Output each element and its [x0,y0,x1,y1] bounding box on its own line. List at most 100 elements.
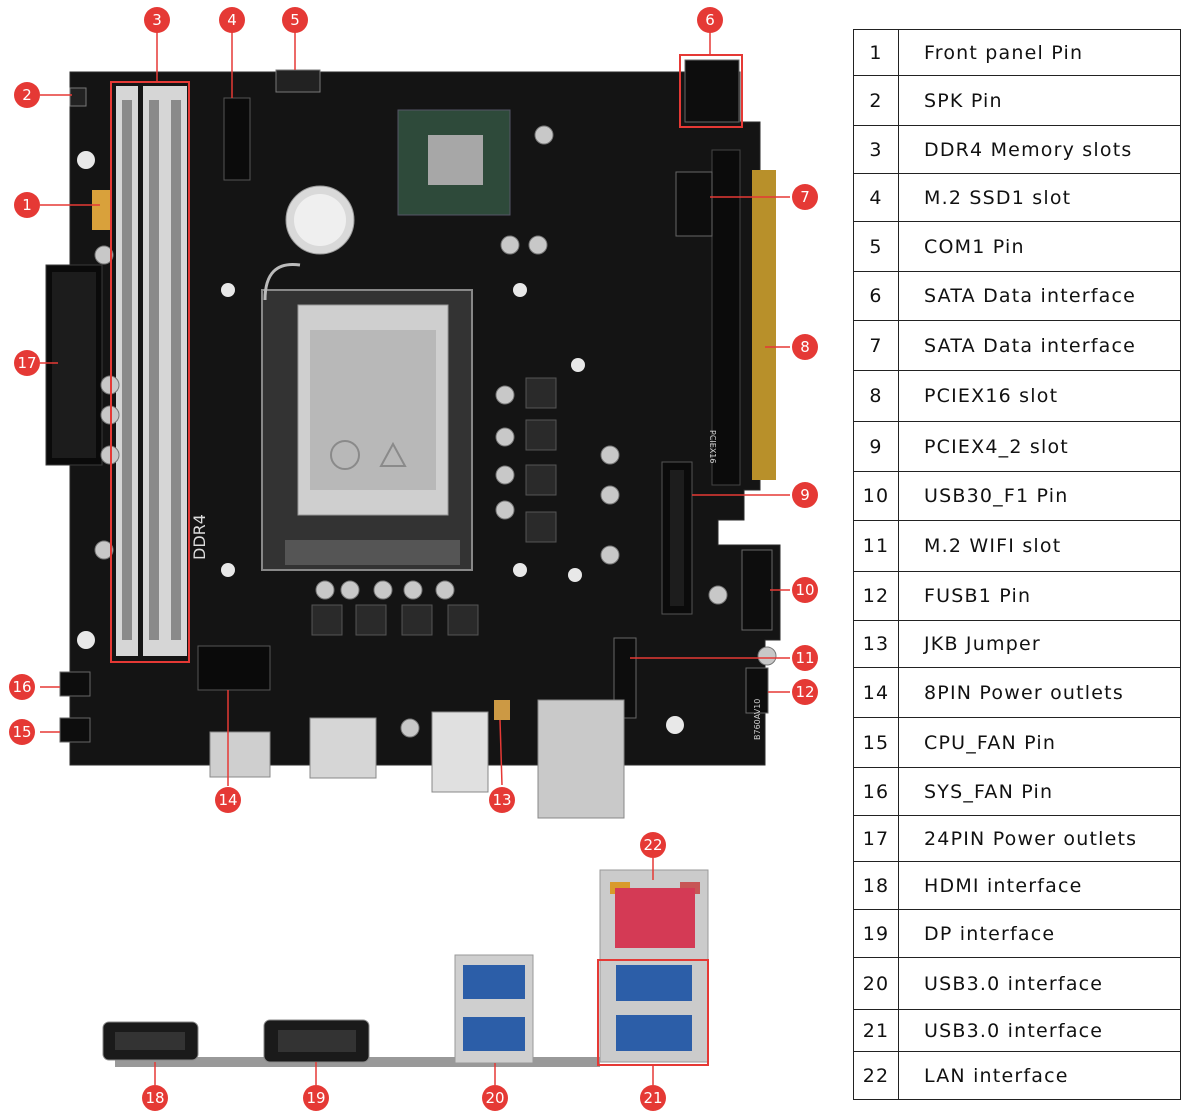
legend-label: 8PIN Power outlets [898,667,1181,718]
callout-circle [489,787,515,813]
callout-circle [792,482,818,508]
usb30-header [741,549,773,631]
legend-label: JKB Jumper [898,620,1181,668]
legend-label: DP interface [898,909,1181,958]
leader-lines [40,32,790,1085]
rear-io [102,869,709,1067]
24pin-connector [45,264,103,466]
legend-number: 3 [853,125,899,174]
legend-number: 9 [853,421,899,472]
callout-18: 18 [142,1085,168,1111]
callout-9: 9 [792,482,818,508]
legend-number: 13 [853,620,899,668]
legend-label: M.2 WIFI slot [898,520,1181,572]
callout-number: 5 [290,11,300,29]
legend-label: 24PIN Power outlets [898,815,1181,862]
legend-number: 17 [853,815,899,862]
callout-circle [697,7,723,33]
legend-label: COM1 Pin [898,221,1181,272]
callout-11: 11 [792,645,818,671]
callout-circle [14,82,40,108]
capacitors [94,125,777,738]
cpu-fan-header [59,717,91,743]
callout-circle [792,577,818,603]
legend-number: 4 [853,173,899,222]
callout-5: 5 [282,7,308,33]
callout-number: 7 [800,188,810,206]
legend-number: 22 [853,1051,899,1100]
spk-header [69,87,87,107]
legend-number: 15 [853,717,899,768]
callout-number: 14 [218,791,237,809]
callout-number: 22 [643,836,662,854]
callout-number: 10 [795,581,814,599]
callout-circle [640,832,666,858]
callout-8: 8 [792,334,818,360]
legend-number: 7 [853,320,899,371]
legend-number: 11 [853,520,899,572]
board-dp-port [309,717,377,779]
model-silk: B760AV10 [753,699,762,740]
callout-15: 15 [9,719,35,745]
pciex4-slot [661,461,693,615]
callout-20: 20 [482,1085,508,1111]
legend-label: PCIEX16 slot [898,370,1181,422]
sata-port-1 [684,59,740,123]
callout-10: 10 [792,577,818,603]
legend-label: DDR4 Memory slots [898,125,1181,174]
board-hdmi-port [209,731,271,778]
callout-number: 19 [306,1089,325,1107]
callout-circle [144,7,170,33]
callout-7: 7 [792,184,818,210]
pciex16-slot: PCIEX16 [708,149,776,486]
callout-16: 16 [9,674,35,700]
callout-circle [215,787,241,813]
callout-number: 6 [705,11,715,29]
callout-3: 3 [144,7,170,33]
callout-number: 11 [795,649,814,667]
callout-circle [792,334,818,360]
callout-circle [282,7,308,33]
callout-circle [14,350,40,376]
legend-number: 20 [853,957,899,1010]
callout-6: 6 [697,7,723,33]
jkb-jumper [494,700,510,720]
legend-number: 2 [853,75,899,126]
callout-number: 17 [17,354,36,372]
m2-ssd-slot [223,97,251,181]
lan-port [615,888,695,948]
callout-circle [9,674,35,700]
callout-number: 13 [492,791,511,809]
vrm-chokes [311,377,557,636]
callout-highlights [110,54,743,1066]
callout-number: 15 [12,723,31,741]
sata-port-2 [675,171,713,237]
legend-label: SYS_FAN Pin [898,767,1181,816]
ddr4-slots: DDR4 [116,86,209,656]
motherboard-diagram: PCIEX16 DDR4 [9,7,818,1111]
legend-number: 12 [853,571,899,621]
legend-label: LAN interface [898,1051,1181,1100]
callout-circle [9,719,35,745]
callout-circle [792,645,818,671]
callout-14: 14 [215,787,241,813]
callout-number: 20 [485,1089,504,1107]
callout-4: 4 [219,7,245,33]
legend-label: SPK Pin [898,75,1181,126]
callout-circle [14,192,40,218]
legend-number: 14 [853,667,899,718]
legend-number: 16 [853,767,899,816]
